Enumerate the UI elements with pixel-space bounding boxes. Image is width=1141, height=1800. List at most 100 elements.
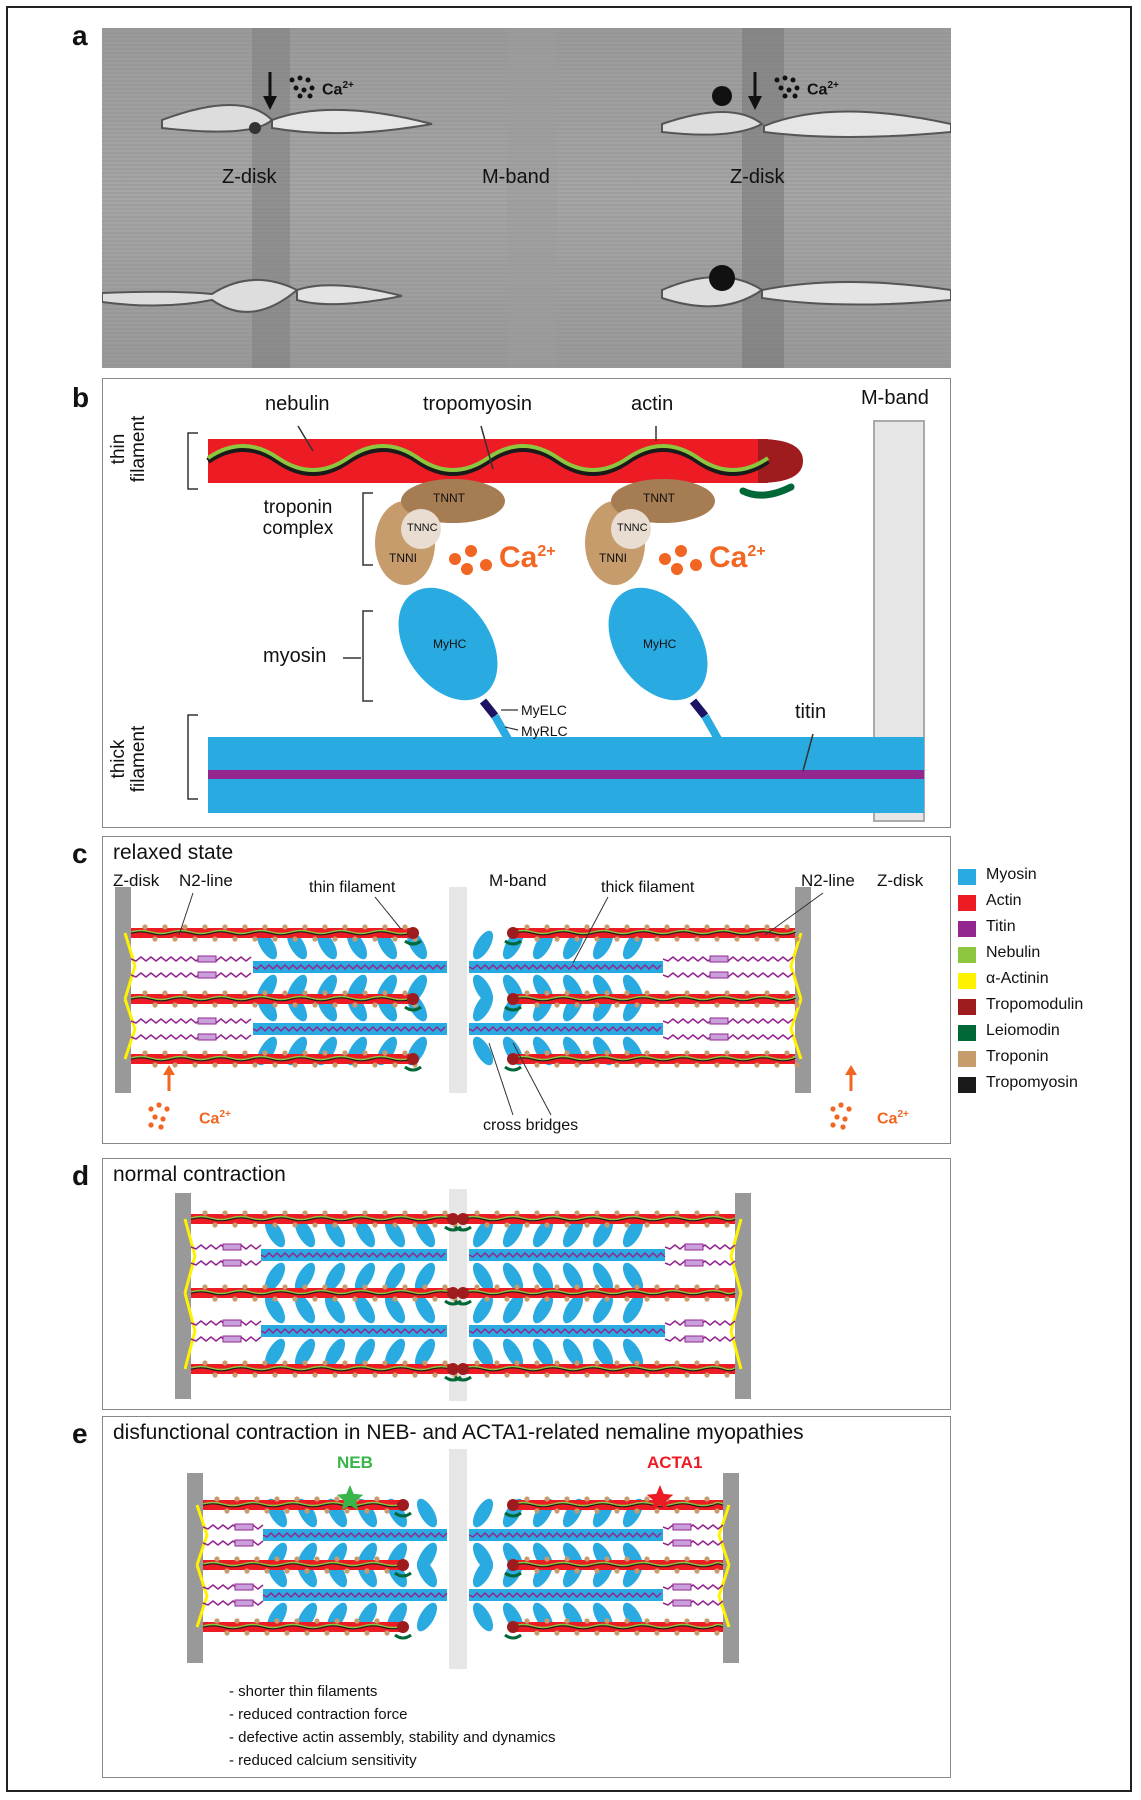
troponin-dot (644, 1050, 650, 1056)
myosin-head (324, 1218, 346, 1248)
titin-spring (662, 1540, 724, 1546)
troponin-dot (484, 1296, 490, 1302)
n2-line-marker (709, 1033, 729, 1041)
troponin-dot (224, 1630, 230, 1636)
troponin-dot (312, 1002, 318, 1008)
troponin-dot (704, 990, 710, 996)
troponin-dot (684, 1618, 690, 1624)
bracket-thin (187, 432, 198, 490)
n2-line-marker (234, 1583, 254, 1591)
myosin-head (354, 1294, 376, 1324)
troponin-dot (474, 1210, 480, 1216)
myosin-head (294, 1262, 316, 1292)
myosin-head (294, 1338, 316, 1368)
myosin-head (416, 1602, 438, 1632)
troponin-dot (794, 1062, 800, 1068)
troponin-dot (202, 1284, 208, 1290)
troponin-dot (314, 1496, 320, 1502)
troponin-dot (544, 1296, 550, 1302)
myosin-head (264, 1218, 286, 1248)
troponin-dot (402, 1284, 408, 1290)
nebulin (512, 929, 796, 935)
troponin-dot (212, 1062, 218, 1068)
troponin-dot (554, 1568, 560, 1574)
troponin-dot (554, 1002, 560, 1008)
troponin-dot (594, 1630, 600, 1636)
troponin-dot (594, 1508, 600, 1514)
troponin-dot (284, 1568, 290, 1574)
troponin-dot (524, 1050, 530, 1056)
myosin-head (354, 1338, 376, 1368)
troponin-dot (524, 1556, 530, 1562)
troponin-dot (724, 1296, 730, 1302)
troponin-dot (304, 1630, 310, 1636)
troponin-dot (604, 1618, 610, 1624)
ca-dot (830, 1106, 836, 1112)
troponin-dot (704, 1372, 710, 1378)
leader-n2-left (178, 892, 194, 936)
note-1: - shorter thin filaments (229, 1683, 378, 1700)
troponin-dot (232, 1062, 238, 1068)
troponin-dot (202, 1050, 208, 1056)
troponin-dot (544, 924, 550, 930)
alpha-actinin (123, 932, 137, 1000)
troponin-dot (342, 924, 348, 930)
myosin-head (622, 1294, 644, 1324)
troponin-dot (442, 1284, 448, 1290)
troponin-dot (744, 924, 750, 930)
note-4: - reduced calcium sensitivity (229, 1752, 417, 1769)
alpha-actinin (789, 932, 803, 1000)
panel-e-sarcomere (187, 1449, 739, 1669)
panel-e-letter: e (72, 1418, 88, 1449)
tropomyosin (512, 996, 796, 1002)
myosin-head (562, 1294, 584, 1324)
troponin-dot (224, 1568, 230, 1574)
troponin-dot (614, 1210, 620, 1216)
label-titin: titin (795, 701, 827, 723)
tropomodulin-cap (758, 439, 803, 483)
label-myelc: MyELC (521, 702, 567, 718)
troponin-dot (162, 924, 168, 930)
troponin-dot (544, 1222, 550, 1228)
troponin-dot (322, 1284, 328, 1290)
label-tnnc-1: TNNC (407, 522, 438, 534)
troponin-dot (232, 1296, 238, 1302)
troponin-dot (664, 1372, 670, 1378)
tropomodulin-cap (457, 1287, 469, 1299)
troponin-dot (684, 924, 690, 930)
troponin-dot (232, 1372, 238, 1378)
troponin-dot (534, 1284, 540, 1290)
troponin-dot (382, 1284, 388, 1290)
troponin-dot (402, 924, 408, 930)
troponin-dot (442, 1210, 448, 1216)
nebulin (202, 1623, 404, 1629)
troponin-dot (152, 936, 158, 942)
label-myosin: myosin (263, 645, 327, 667)
troponin-dot (514, 1360, 520, 1366)
myosin-head (384, 1262, 406, 1292)
troponin-dot (302, 1210, 308, 1216)
alpha-actinin (195, 1564, 209, 1628)
leiomodin (394, 1571, 412, 1578)
z-disk-right (735, 1193, 751, 1399)
tropomyosin (462, 1290, 736, 1296)
troponin-dot (422, 1210, 428, 1216)
troponin-dot (484, 1222, 490, 1228)
troponin-dot (284, 1630, 290, 1636)
troponin-dot (714, 1284, 720, 1290)
troponin-dot (744, 990, 750, 996)
troponin-dot (644, 1556, 650, 1562)
troponin-dot (634, 1210, 640, 1216)
troponin-dot (172, 1002, 178, 1008)
tropomodulin-cap (397, 1499, 409, 1511)
tropomyosin (462, 1216, 736, 1222)
label-troponin-complex: troponin complex (262, 497, 334, 539)
troponin-dot (264, 1630, 270, 1636)
troponin-dot (254, 1496, 260, 1502)
troponin-dot (704, 1050, 710, 1056)
n2-line-marker (709, 1017, 729, 1025)
troponin-dot (382, 1210, 388, 1216)
troponin-dot (524, 1372, 530, 1378)
troponin-dot (534, 1360, 540, 1366)
troponin-dot (274, 1618, 280, 1624)
